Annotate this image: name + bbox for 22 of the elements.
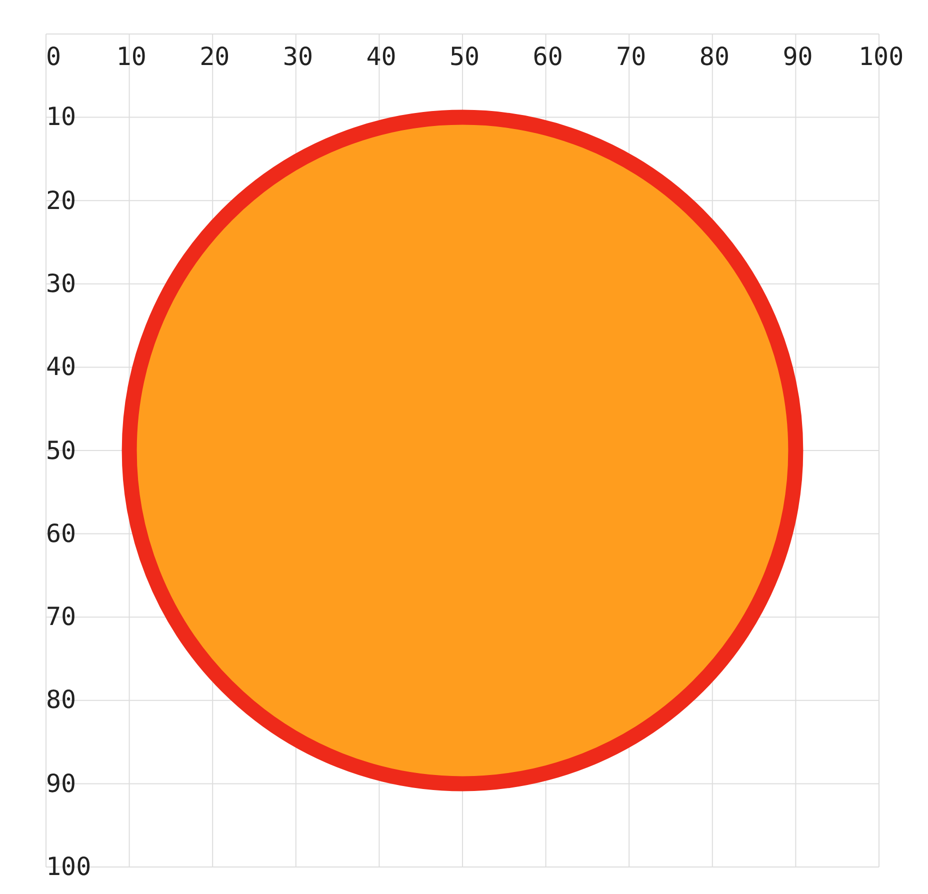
x-axis-tick-label: 40 (366, 42, 396, 72)
y-axis-tick-label: 60 (46, 518, 76, 549)
y-axis-tick-label: 90 (46, 768, 76, 799)
y-axis-tick-label: 100 (46, 852, 92, 882)
x-axis-tick-label: 50 (450, 42, 480, 72)
y-axis-tick-label: 70 (46, 602, 76, 632)
x-axis-tick-label: 70 (616, 42, 646, 72)
y-axis-tick-label: 30 (46, 268, 76, 299)
y-axis-tick-label: 50 (46, 436, 76, 466)
x-axis-tick-label: 20 (200, 42, 230, 72)
circle-shape (122, 110, 804, 792)
x-axis-tick-label: 30 (282, 42, 313, 72)
y-axis-tick-label: 20 (46, 186, 76, 216)
x-axis-tick-label: 0 (46, 42, 62, 72)
x-axis-tick-label: 100 (858, 42, 904, 72)
y-axis-tick-label: 80 (46, 685, 76, 716)
x-axis-tick-label: 90 (782, 42, 813, 72)
x-axis-tick-label: 10 (116, 42, 146, 72)
y-axis-tick-label: 10 (46, 102, 76, 132)
y-axis-tick-label: 40 (46, 352, 76, 382)
x-axis-tick-label: 60 (532, 42, 563, 72)
x-axis-tick-label: 80 (699, 42, 730, 72)
